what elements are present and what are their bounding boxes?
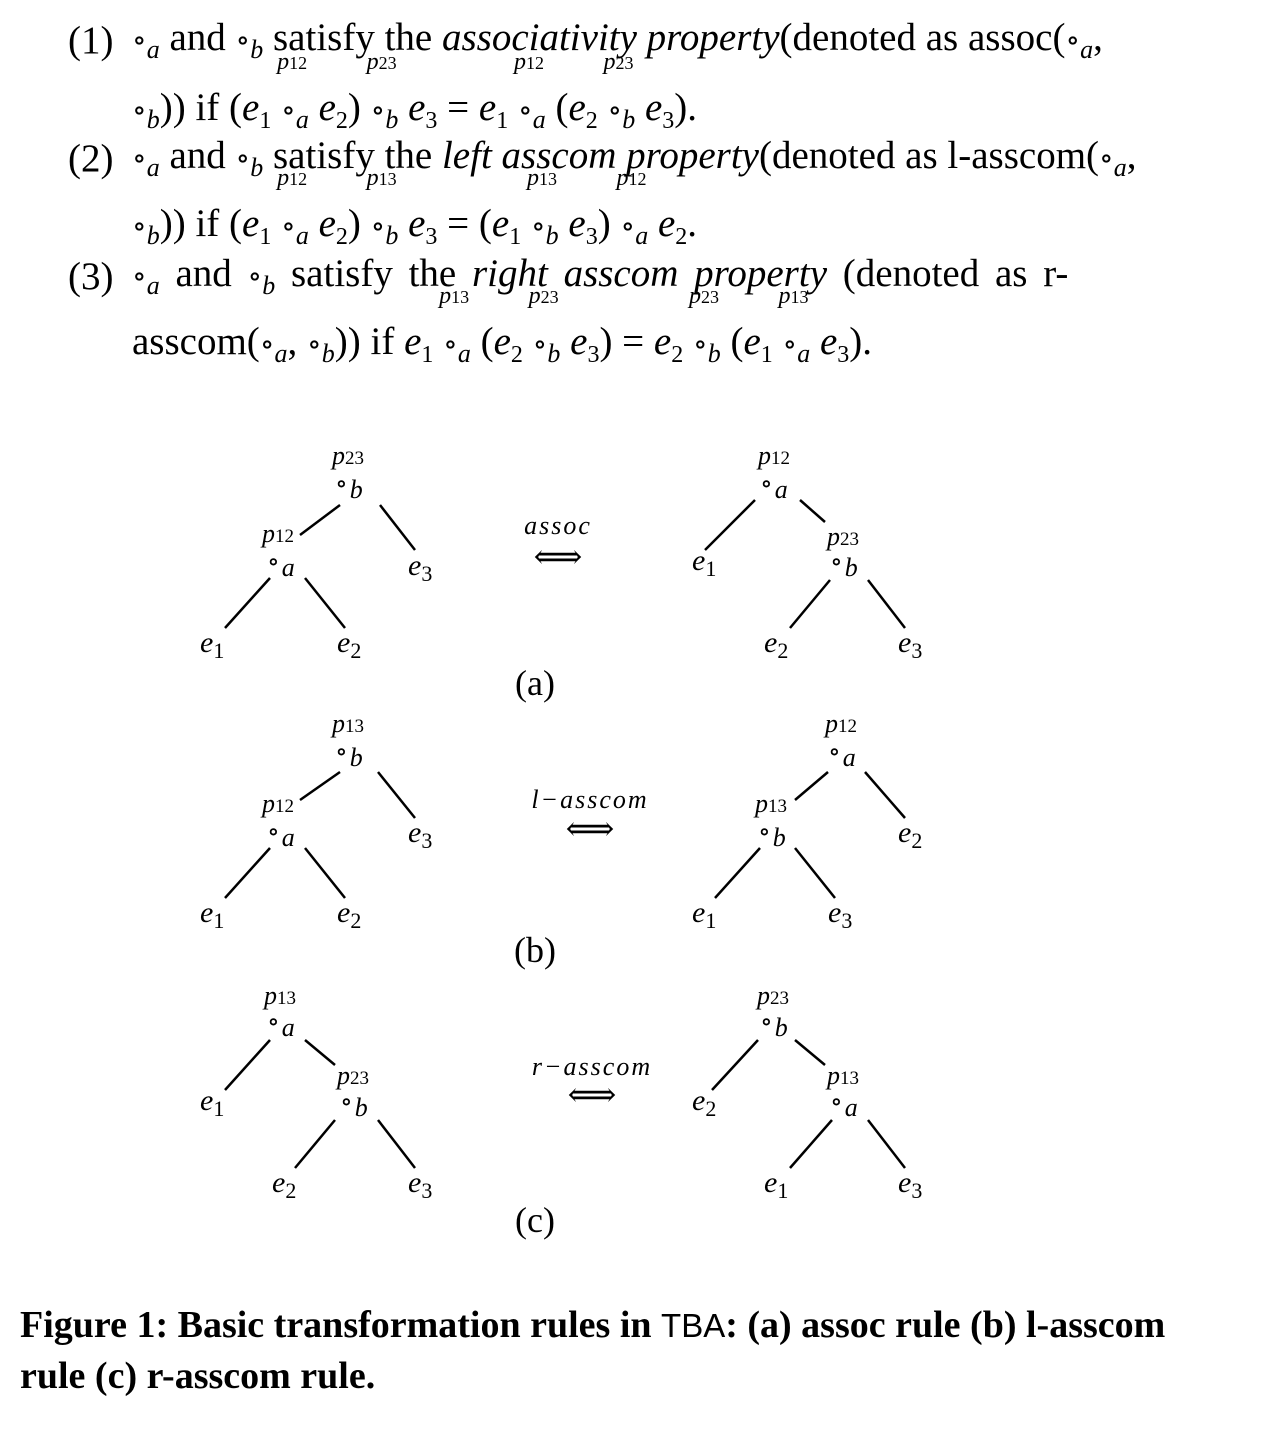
edge	[867, 1119, 906, 1169]
edge	[299, 770, 341, 802]
definition-1-number: (1)	[68, 19, 114, 62]
param-p13: p13	[825, 1061, 859, 1090]
op-b: ∘b	[758, 817, 786, 852]
definition-3-line-1: ∘a and ∘b satisfy the right asscom prope…	[132, 252, 1069, 300]
leaf-e2: e2	[272, 1166, 296, 1203]
edge	[789, 579, 831, 629]
edge	[377, 1119, 416, 1169]
edge	[299, 504, 341, 536]
param-p23: p23	[330, 441, 364, 470]
edge	[794, 1039, 826, 1066]
op-b: ∘b	[340, 1087, 368, 1122]
rule-label-l-asscom: l−asscom	[531, 785, 648, 814]
edge	[304, 577, 346, 629]
edge	[224, 847, 271, 899]
leaf-e3: e3	[828, 896, 852, 933]
edge	[304, 1039, 336, 1066]
op-b: ∘b	[760, 1007, 788, 1042]
edge	[294, 1119, 336, 1169]
param-p13: p13	[330, 709, 364, 738]
leaf-e2: e2	[692, 1084, 716, 1121]
leaf-e1: e1	[200, 896, 224, 933]
edge	[304, 847, 346, 899]
leaf-e2: e2	[898, 816, 922, 853]
edge	[794, 847, 836, 899]
param-p12: p12	[260, 519, 294, 548]
definition-2-line-1: ∘a and ∘b satisfy the left asscom proper…	[132, 134, 1137, 182]
op-a: ∘a	[760, 469, 788, 504]
param-p13: p13	[753, 789, 787, 818]
leaf-e1: e1	[200, 1084, 224, 1121]
edge	[224, 1039, 271, 1091]
double-arrow-icon: ⟺	[568, 1077, 617, 1114]
op-b: ∘b	[335, 469, 363, 504]
param-p23: p23	[755, 981, 789, 1010]
leaf-e2: e2	[337, 896, 361, 933]
edge	[711, 1039, 759, 1091]
definition-2-number: (2)	[68, 137, 114, 180]
caption-suffix: : (a) assoc rule (b) l-asscom rule (c) r…	[20, 1304, 1166, 1397]
op-a: ∘a	[267, 817, 295, 852]
op-b: ∘b	[335, 737, 363, 772]
leaf-e1: e1	[692, 896, 716, 933]
panel-label-c: (c)	[515, 1200, 555, 1240]
edge	[377, 771, 416, 819]
associativity-property-term: associativity property	[441, 16, 780, 59]
rule-label-assoc: assoc	[524, 511, 592, 540]
tree-edges	[224, 499, 906, 1169]
edge	[794, 771, 829, 801]
op-b: ∘b	[830, 547, 858, 582]
double-arrow-icon: ⟺	[534, 539, 583, 576]
figure-trees: p23 ∘b p12 ∘a e3 e1 e2 p12 ∘a p23 ∘b e1 …	[200, 441, 922, 1240]
edge	[714, 847, 761, 899]
edge	[704, 499, 756, 551]
leaf-e3: e3	[408, 549, 432, 586]
panel-label-b: (b)	[514, 930, 556, 970]
right-asscom-property-term: right asscom property	[471, 252, 828, 295]
left-asscom-property-term: left asscom property	[441, 134, 759, 177]
leaf-e1: e1	[692, 544, 716, 581]
param-p23: p23	[335, 1061, 369, 1090]
leaf-e2: e2	[764, 626, 788, 663]
edge	[864, 771, 906, 819]
leaf-e1: e1	[764, 1166, 788, 1203]
edge	[789, 1119, 833, 1169]
edge	[224, 577, 271, 629]
definition-1-line-1: ∘a and ∘b satisfy the associativity prop…	[132, 16, 1103, 64]
rule-labels: assoc ⟺ (a) l−asscom ⟺ (b) r−asscom ⟺ (c…	[514, 511, 652, 1240]
param-p12: p12	[260, 789, 294, 818]
leaf-e1: e1	[200, 626, 224, 663]
caption-system-name: TBA	[661, 1307, 726, 1344]
op-a: ∘a	[267, 1007, 295, 1042]
leaf-e3: e3	[898, 1166, 922, 1203]
rule-label-r-asscom: r−asscom	[532, 1052, 652, 1081]
leaf-e2: e2	[337, 626, 361, 663]
definition-3-number: (3)	[68, 255, 114, 298]
param-p12: p12	[823, 709, 857, 738]
param-p13: p13	[262, 981, 296, 1010]
edge	[379, 504, 416, 551]
edge	[867, 579, 906, 629]
panel-label-a: (a)	[515, 663, 555, 703]
double-arrow-icon: ⟺	[566, 811, 615, 848]
param-p12: p12	[756, 441, 790, 470]
leaf-e3: e3	[898, 626, 922, 663]
leaf-e3: e3	[408, 816, 432, 853]
definitions-block: (1) ∘a and ∘b satisfy the associativity …	[0, 0, 1262, 380]
op-a: ∘a	[267, 547, 295, 582]
op-a: ∘a	[828, 737, 856, 772]
edge	[799, 499, 826, 523]
caption-prefix: Figure 1: Basic transformation rules in	[20, 1304, 662, 1346]
figure-caption: Figure 1: Basic transformation rules in …	[20, 1300, 1220, 1402]
op-a: ∘a	[830, 1087, 858, 1122]
leaf-e3: e3	[408, 1166, 432, 1203]
